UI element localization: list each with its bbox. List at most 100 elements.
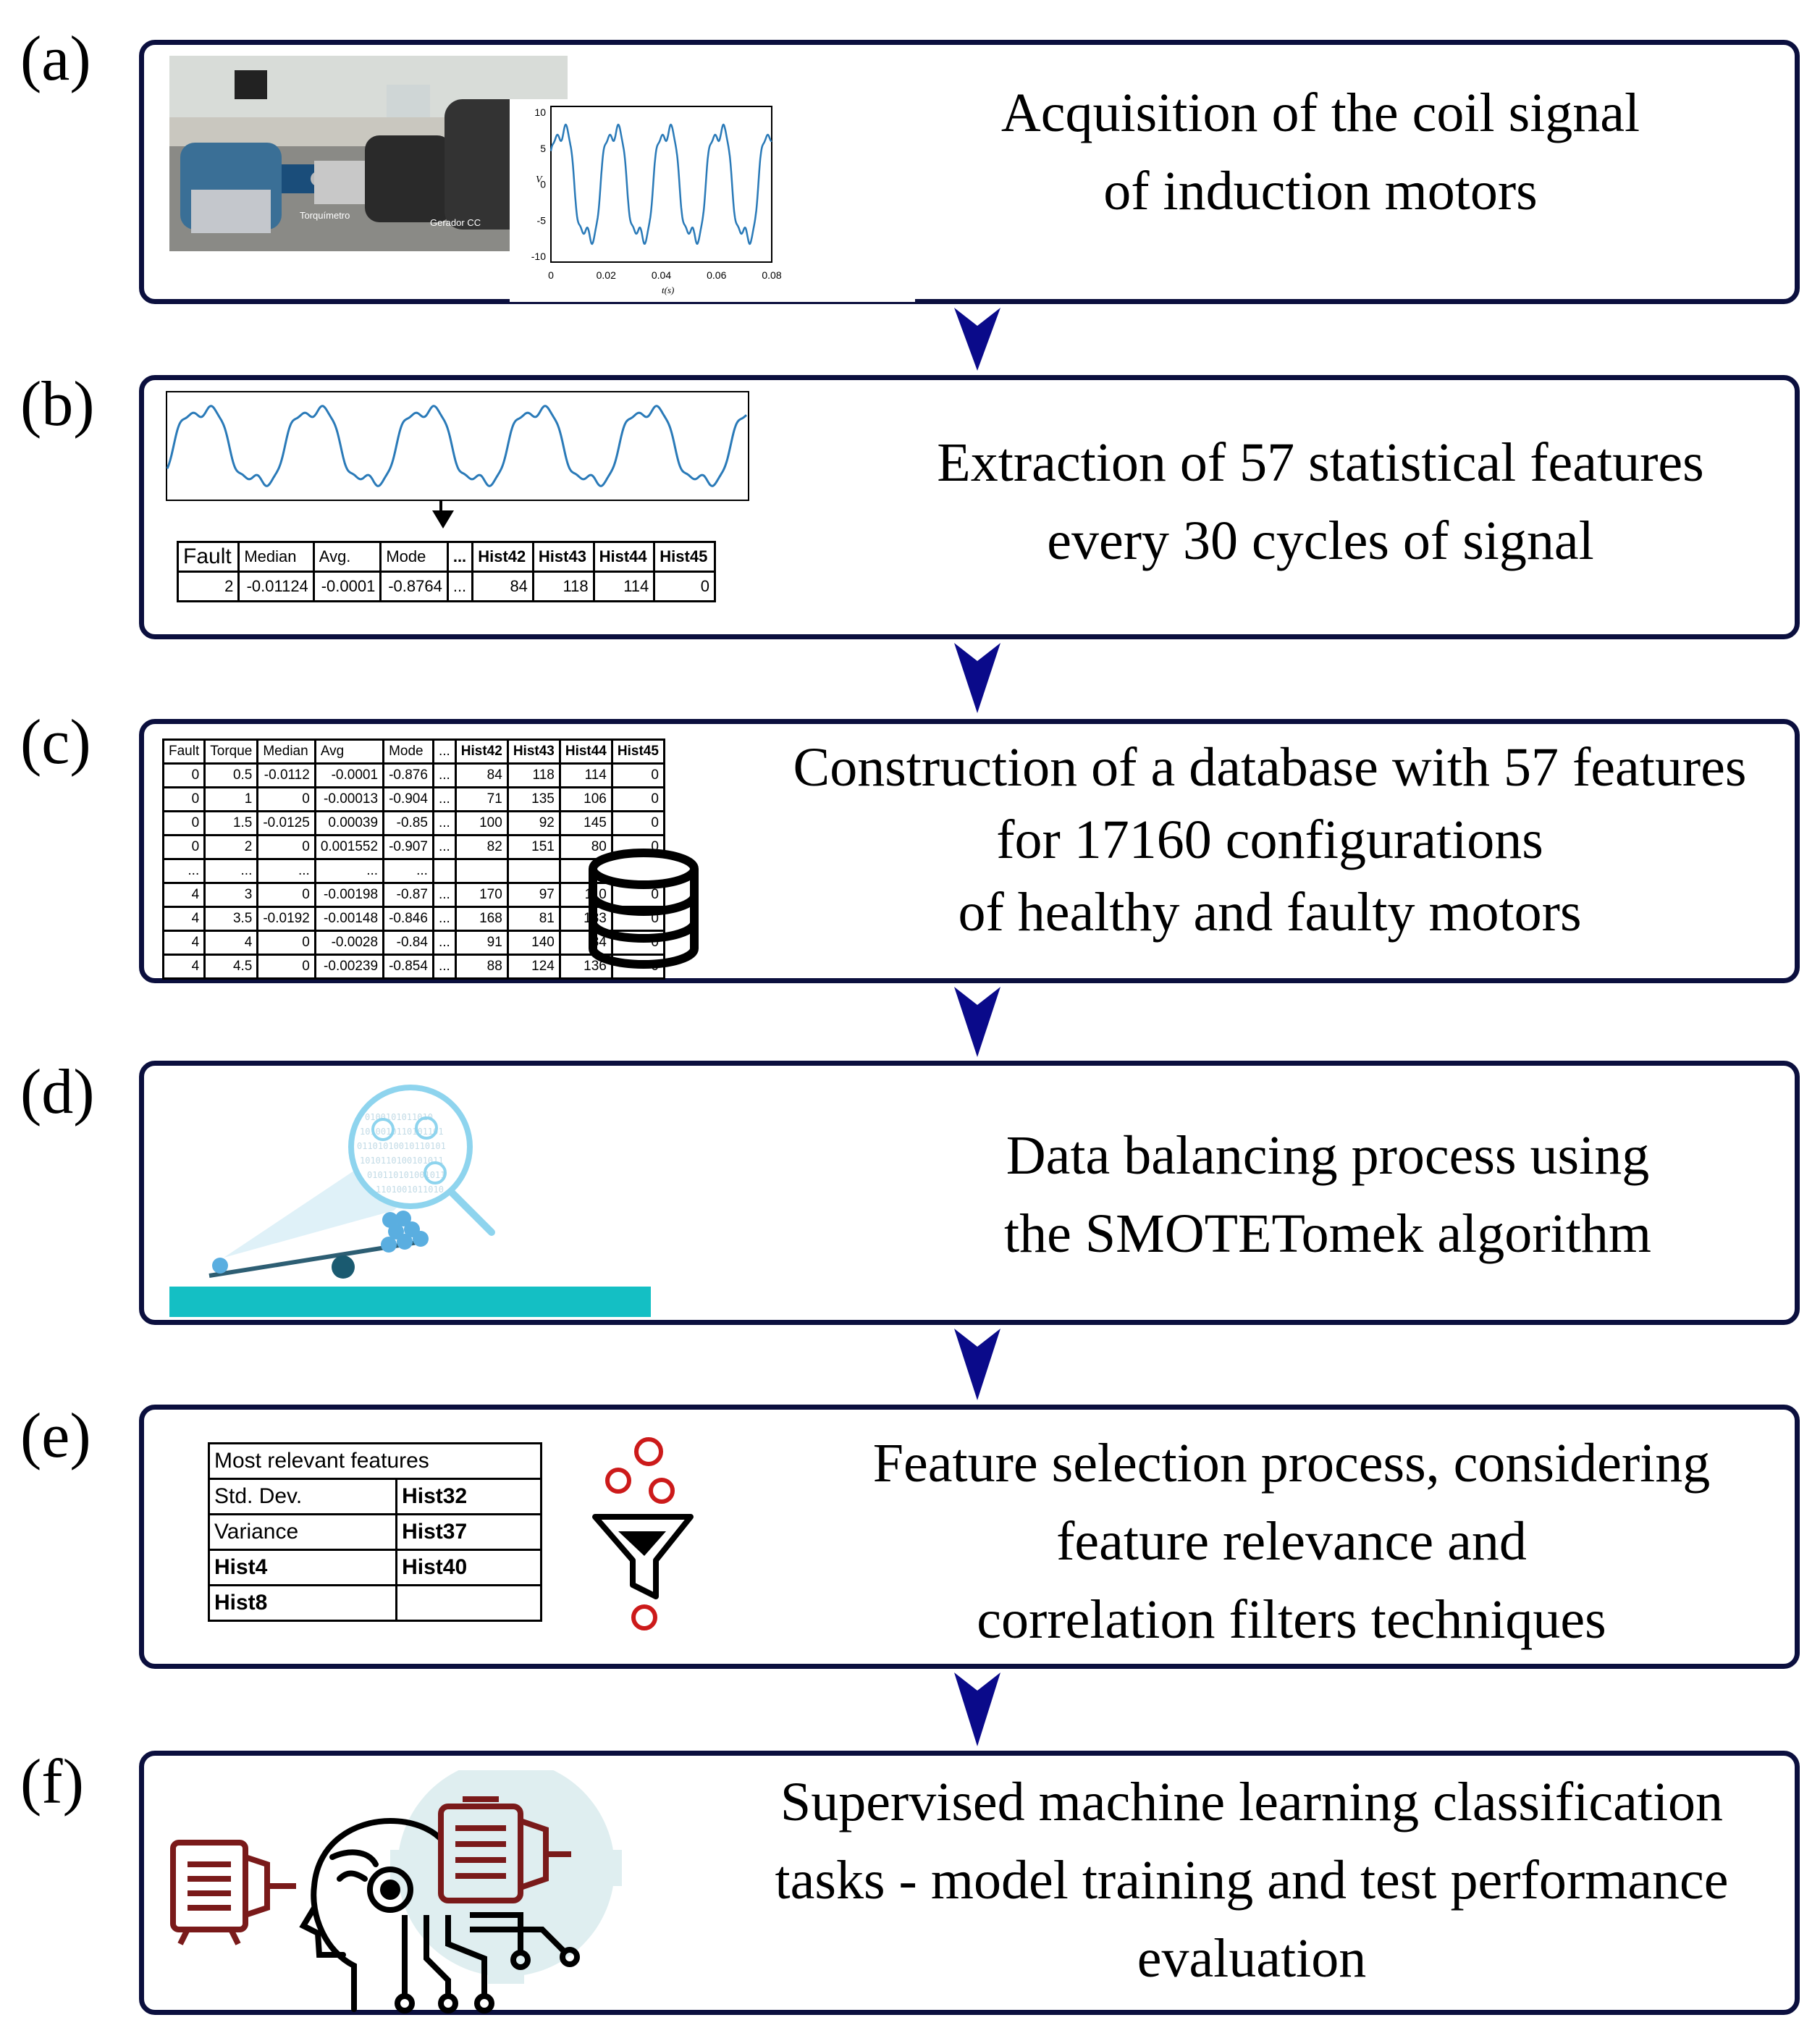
step-e-line-1: Feature selection process, considering xyxy=(872,1433,1711,1494)
step-b-line-2: every 30 cycles of signal xyxy=(1047,510,1594,571)
tc-cell: 0 xyxy=(161,834,206,860)
plot-a-xtick: 0.04 xyxy=(652,269,671,281)
te-title: Most relevant features xyxy=(208,1442,542,1480)
step-label-d: (d) xyxy=(20,1057,95,1127)
tc-cell: 0 xyxy=(610,810,665,836)
tc-cell: 1 xyxy=(203,786,259,812)
te-cell: Hist40 xyxy=(395,1549,542,1586)
tc-header-cell: Torque xyxy=(203,738,259,765)
te-cell: Hist8 xyxy=(207,1584,398,1622)
torque-meter-label: Torquímetro xyxy=(300,210,350,221)
tc-cell: -0.00198 xyxy=(313,882,385,908)
dc-generator-label: Gerador CC xyxy=(430,217,481,228)
tc-cell: 114 xyxy=(558,762,613,788)
plot-a-ytick: -10 xyxy=(531,251,546,262)
tc-cell: -0.85 xyxy=(382,810,434,836)
tc-cell: 0 xyxy=(256,954,316,980)
tc-cell xyxy=(506,858,561,884)
tc-header-cell: Fault xyxy=(161,738,206,765)
majority-samples xyxy=(381,1211,429,1253)
tc-cell: -0.0028 xyxy=(313,930,385,956)
magnifier-handle xyxy=(448,1189,495,1236)
tc-cell: 136 xyxy=(558,954,613,980)
step-e-line-2: feature relevance and xyxy=(1056,1511,1527,1572)
tc-cell: ... xyxy=(431,930,457,956)
tc-cell: -0.00239 xyxy=(313,954,385,980)
step-c-line-3: of healthy and faulty motors xyxy=(958,882,1582,943)
plot-a-xtick: 0.08 xyxy=(762,269,781,281)
tc-cell: 0 xyxy=(161,786,206,812)
step-f-line-2: tasks - model training and test performa… xyxy=(775,1850,1729,1911)
tb-header-median: Median xyxy=(237,541,315,573)
tc-cell: 0.001552 xyxy=(313,834,385,860)
tc-cell: ... xyxy=(431,786,457,812)
tc-cell: 170 xyxy=(454,882,509,908)
robot-head-icon xyxy=(299,1817,444,2012)
tc-cell: ... xyxy=(382,858,434,884)
tc-cell: ... xyxy=(431,834,457,860)
tc-cell: 3.5 xyxy=(203,906,259,932)
motor-bench-photo: Torquímetro Gerador CC xyxy=(169,56,568,251)
motor-icon xyxy=(170,1840,296,1945)
plot-a-ylabel: V xyxy=(536,174,543,185)
step-a-line-2: of induction motors xyxy=(1103,161,1538,222)
tb-header-fault: Fault xyxy=(176,541,240,573)
step-label-e: (e) xyxy=(20,1401,91,1471)
tb-cell: 118 xyxy=(531,571,595,602)
step-text-d: Data balancing process using the SMOTETo… xyxy=(875,1116,1780,1273)
tc-header-cell: Mode xyxy=(382,738,434,765)
step-label-a: (a) xyxy=(20,24,91,94)
tc-cell: ... xyxy=(161,858,206,884)
tc-cell: -0.907 xyxy=(382,834,434,860)
flow-arrow-b-c xyxy=(954,643,1000,713)
tb-header-hist45: Hist45 xyxy=(653,541,716,573)
tc-cell: 168 xyxy=(454,906,509,932)
tb-cell: -0.01124 xyxy=(237,571,315,602)
tc-cell: -0.00148 xyxy=(313,906,385,932)
te-cell: Std. Dev. xyxy=(207,1478,398,1515)
tc-cell: -0.0112 xyxy=(256,762,316,788)
plot-a-xlabel: t(s) xyxy=(662,285,674,295)
ground-bar xyxy=(169,1287,651,1317)
step-box-e: Most relevant features Std. Dev.Hist32 V… xyxy=(139,1405,1800,1669)
tc-cell: 0 xyxy=(610,786,665,812)
tc-cell: 3 xyxy=(203,882,259,908)
tc-cell: 0 xyxy=(256,834,316,860)
svg-text:1010110100101011: 1010110100101011 xyxy=(360,1156,444,1166)
tc-header-cell: ... xyxy=(431,738,457,765)
seesaw-pivot xyxy=(332,1255,355,1279)
motor-icon xyxy=(438,1796,571,1903)
tc-cell xyxy=(431,858,457,884)
tb-cell: -0.8764 xyxy=(379,571,449,602)
tc-cell: 135 xyxy=(506,786,561,812)
tb-header-ellipsis: ... xyxy=(446,541,474,573)
tc-header-cell: Hist45 xyxy=(610,738,665,765)
features-table: Fault Median Avg. Mode ... Hist42 Hist43… xyxy=(176,541,716,602)
plot-a-frame xyxy=(550,106,772,263)
te-cell: Hist4 xyxy=(207,1549,398,1586)
step-b-line-1: Extraction of 57 statistical features xyxy=(937,432,1704,493)
tc-header-cell: Median xyxy=(256,738,316,765)
tc-cell: 4 xyxy=(161,882,206,908)
tc-cell: 100 xyxy=(454,810,509,836)
step-text-a: Acquisition of the coil signal of induct… xyxy=(904,74,1737,230)
step-d-line-2: the SMOTETomek algorithm xyxy=(1004,1203,1651,1264)
tb-cell: 84 xyxy=(471,571,534,602)
tc-cell: 92 xyxy=(506,810,561,836)
tc-cell: -0.87 xyxy=(382,882,434,908)
te-cell: Hist32 xyxy=(395,1478,542,1515)
plot-a-ytick: 5 xyxy=(540,143,546,154)
tc-cell: ... xyxy=(431,906,457,932)
flow-arrow-a-b xyxy=(954,308,1000,371)
step-a-line-1: Acquisition of the coil signal xyxy=(1000,83,1640,143)
step-e-line-3: correlation filters techniques xyxy=(977,1589,1606,1650)
tc-cell: ... xyxy=(313,858,385,884)
database-icon xyxy=(589,849,699,969)
te-cell xyxy=(395,1584,542,1622)
tb-header-hist43: Hist43 xyxy=(531,541,595,573)
tc-cell: 0 xyxy=(256,882,316,908)
tc-header-cell: Hist42 xyxy=(454,738,509,765)
